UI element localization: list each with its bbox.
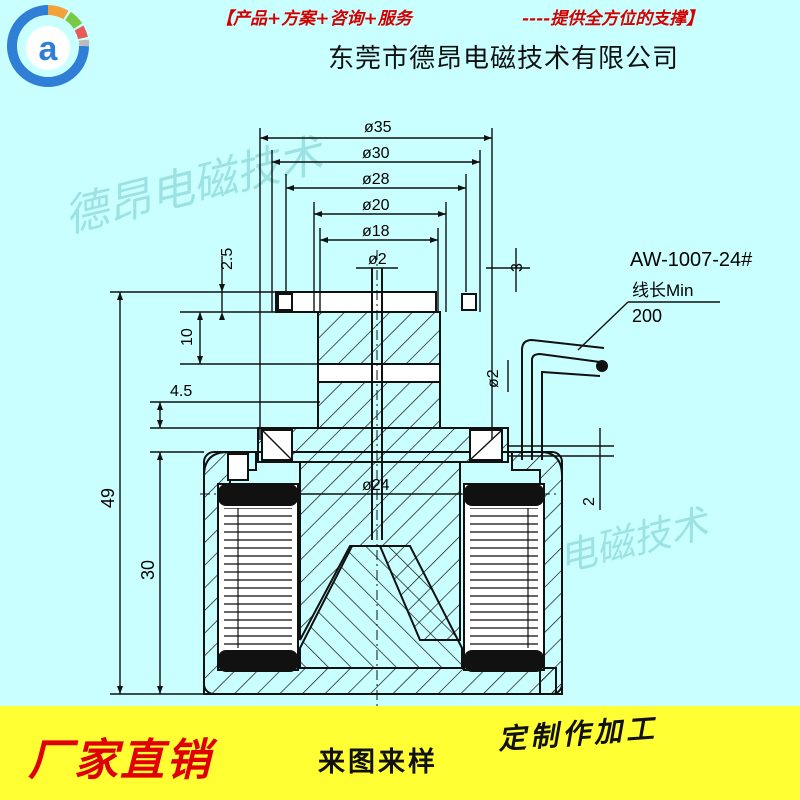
custom-processing-label: 定制作加工 xyxy=(496,711,659,756)
dim-h2-5: 2.5 xyxy=(219,248,236,270)
sample-label: 来图来样 xyxy=(318,747,438,778)
dim-d20: ø20 xyxy=(362,197,390,214)
logo-ring-blue xyxy=(7,5,89,87)
model-number: AW-1007-24# xyxy=(630,249,753,271)
support-tagline: ----提供全方位的支撑】 xyxy=(522,9,704,29)
dim-d18: ø18 xyxy=(362,223,390,240)
company-name: 东莞市德昂电磁技术有限公司 xyxy=(328,44,680,74)
services-tagline: 【产品+方案+咨询+服务 xyxy=(216,9,412,29)
dim-h10: 10 xyxy=(179,328,196,346)
dim-d2-side: ø2 xyxy=(485,369,502,388)
dim-h30: 30 xyxy=(138,560,158,580)
dim-d28: ø28 xyxy=(362,171,390,188)
header-banner: 【产品+方案+咨询+服务 ----提供全方位的支撑】 东莞市德昂电磁技术有限公司 xyxy=(0,0,800,80)
footer-banner: 厂家直销 来图来样 定制作加工 xyxy=(0,706,800,800)
stationary-core xyxy=(299,545,463,669)
dim-h4-5: 4.5 xyxy=(170,383,192,400)
plunger-body-upper xyxy=(317,311,441,365)
dim-d24: ø24 xyxy=(362,477,390,494)
dim-d2-top: ø2 xyxy=(368,251,387,268)
logo-ring-red xyxy=(74,25,88,40)
logo-ring-green xyxy=(65,11,83,29)
wire-length-label: 线长Min xyxy=(632,281,693,300)
direct-sales-label: 厂家直销 xyxy=(28,735,212,786)
brand-logo: a xyxy=(7,5,90,87)
coil-left xyxy=(217,483,299,672)
height-dimensions xyxy=(110,248,614,695)
left-pin xyxy=(227,453,249,481)
right-screw xyxy=(461,293,477,311)
logo-letter: a xyxy=(39,30,59,68)
dim-h49: 49 xyxy=(98,488,118,508)
plunger-body-lower xyxy=(317,381,441,429)
dim-h3: 3 xyxy=(509,263,526,272)
logo-ring-orange xyxy=(47,5,69,20)
plunger-groove xyxy=(317,363,441,383)
wire-length-value: 200 xyxy=(632,306,662,326)
dim-d30: ø30 xyxy=(362,145,390,162)
wire-callout: AW-1007-24# 线长Min 200 xyxy=(577,249,753,351)
plunger-top-flange xyxy=(275,291,437,313)
diameter-dimensions xyxy=(259,128,493,495)
dim-h2: 2 xyxy=(581,497,598,506)
coil-right xyxy=(463,483,545,672)
dim-d35: ø35 xyxy=(364,119,392,136)
lead-wire xyxy=(521,338,608,460)
left-screw xyxy=(277,293,293,311)
